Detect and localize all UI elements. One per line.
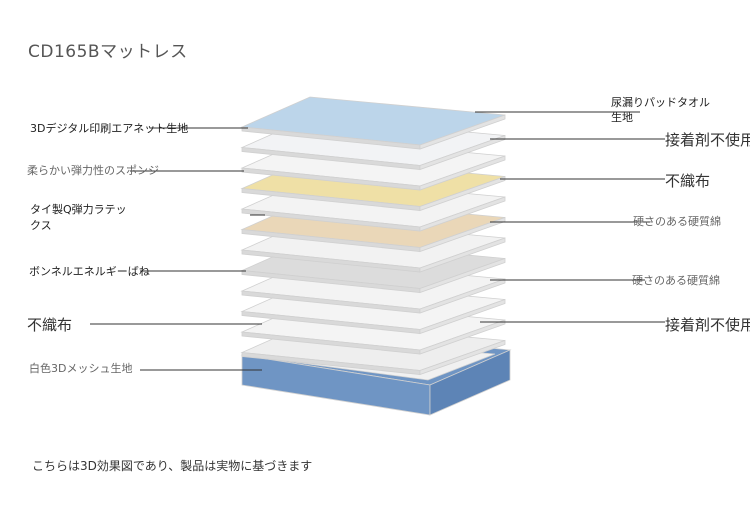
label-no-adhesive-1: 接着剤不使用 <box>665 131 750 149</box>
mattress-layer-edge <box>419 196 506 232</box>
label-3d-air-net: 3Dデジタル印刷エアネット生地 <box>30 122 189 135</box>
label-latex-line1: タイ製Q弾力ラテッ <box>30 203 127 216</box>
label-hard-cotton-1: 硬さのある硬質綿 <box>633 215 721 228</box>
label-nonwoven-right: 不織布 <box>665 172 711 190</box>
label-soft-sponge: 柔らかい弾力性のスポンジ <box>27 164 159 177</box>
mattress-layer-edge <box>419 298 506 335</box>
label-bonnell-spring: ボンネルエネルギーばね <box>29 265 150 278</box>
mattress-base-side <box>429 349 511 416</box>
label-hard-cotton-2: 硬さのある硬質綿 <box>632 274 720 287</box>
label-white-mesh: 白色3Dメッシュ生地 <box>29 362 133 375</box>
mattress-layer-edge <box>419 319 506 355</box>
label-latex-line2: クス <box>30 219 52 232</box>
page-title: CD165Bマットレス <box>28 42 188 62</box>
mattress-layer-edge <box>419 339 506 376</box>
mattress-layer-edge <box>419 237 506 273</box>
mattress-layer-edge <box>419 155 506 191</box>
label-towel-line1: 尿漏りパッドタオル <box>611 96 710 109</box>
label-no-adhesive-2: 接着剤不使用 <box>665 316 750 334</box>
mattress-layer-edge <box>419 257 506 294</box>
footnote: こちらは3D効果図であり、製品は実物に基づきます <box>32 459 313 473</box>
label-towel-line2: 生地 <box>611 111 633 124</box>
label-nonwoven-left: 不織布 <box>27 316 73 334</box>
mattress-layer-edge <box>419 278 506 314</box>
mattress-layer-edge <box>419 175 506 212</box>
mattress-layer-edge <box>419 114 506 150</box>
